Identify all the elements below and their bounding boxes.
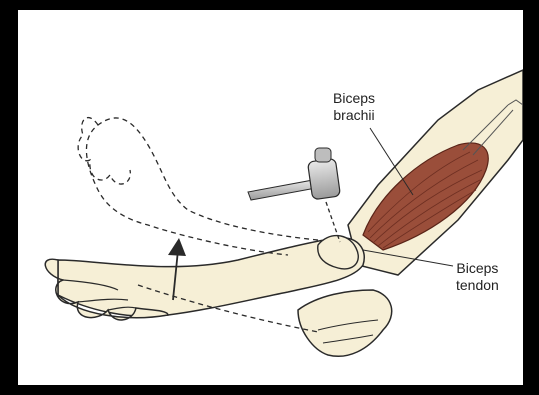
reflex-hammer-icon xyxy=(248,148,341,200)
flexed-hand-dashed-outline xyxy=(78,118,130,184)
biceps-tendon-label-line1: Biceps xyxy=(456,260,499,277)
biceps-tendon-label: Biceps tendon xyxy=(456,260,499,294)
biceps-reflex-illustration xyxy=(18,10,523,385)
diagram-frame: Biceps brachii Biceps tendon xyxy=(18,10,523,385)
biceps-brachii-label-line1: Biceps xyxy=(333,90,375,107)
biceps-tendon-label-line2: tendon xyxy=(456,277,499,294)
biceps-brachii-label-line2: brachii xyxy=(333,107,375,124)
biceps-brachii-label: Biceps brachii xyxy=(333,90,375,124)
examiner-lower-hand xyxy=(298,290,392,356)
